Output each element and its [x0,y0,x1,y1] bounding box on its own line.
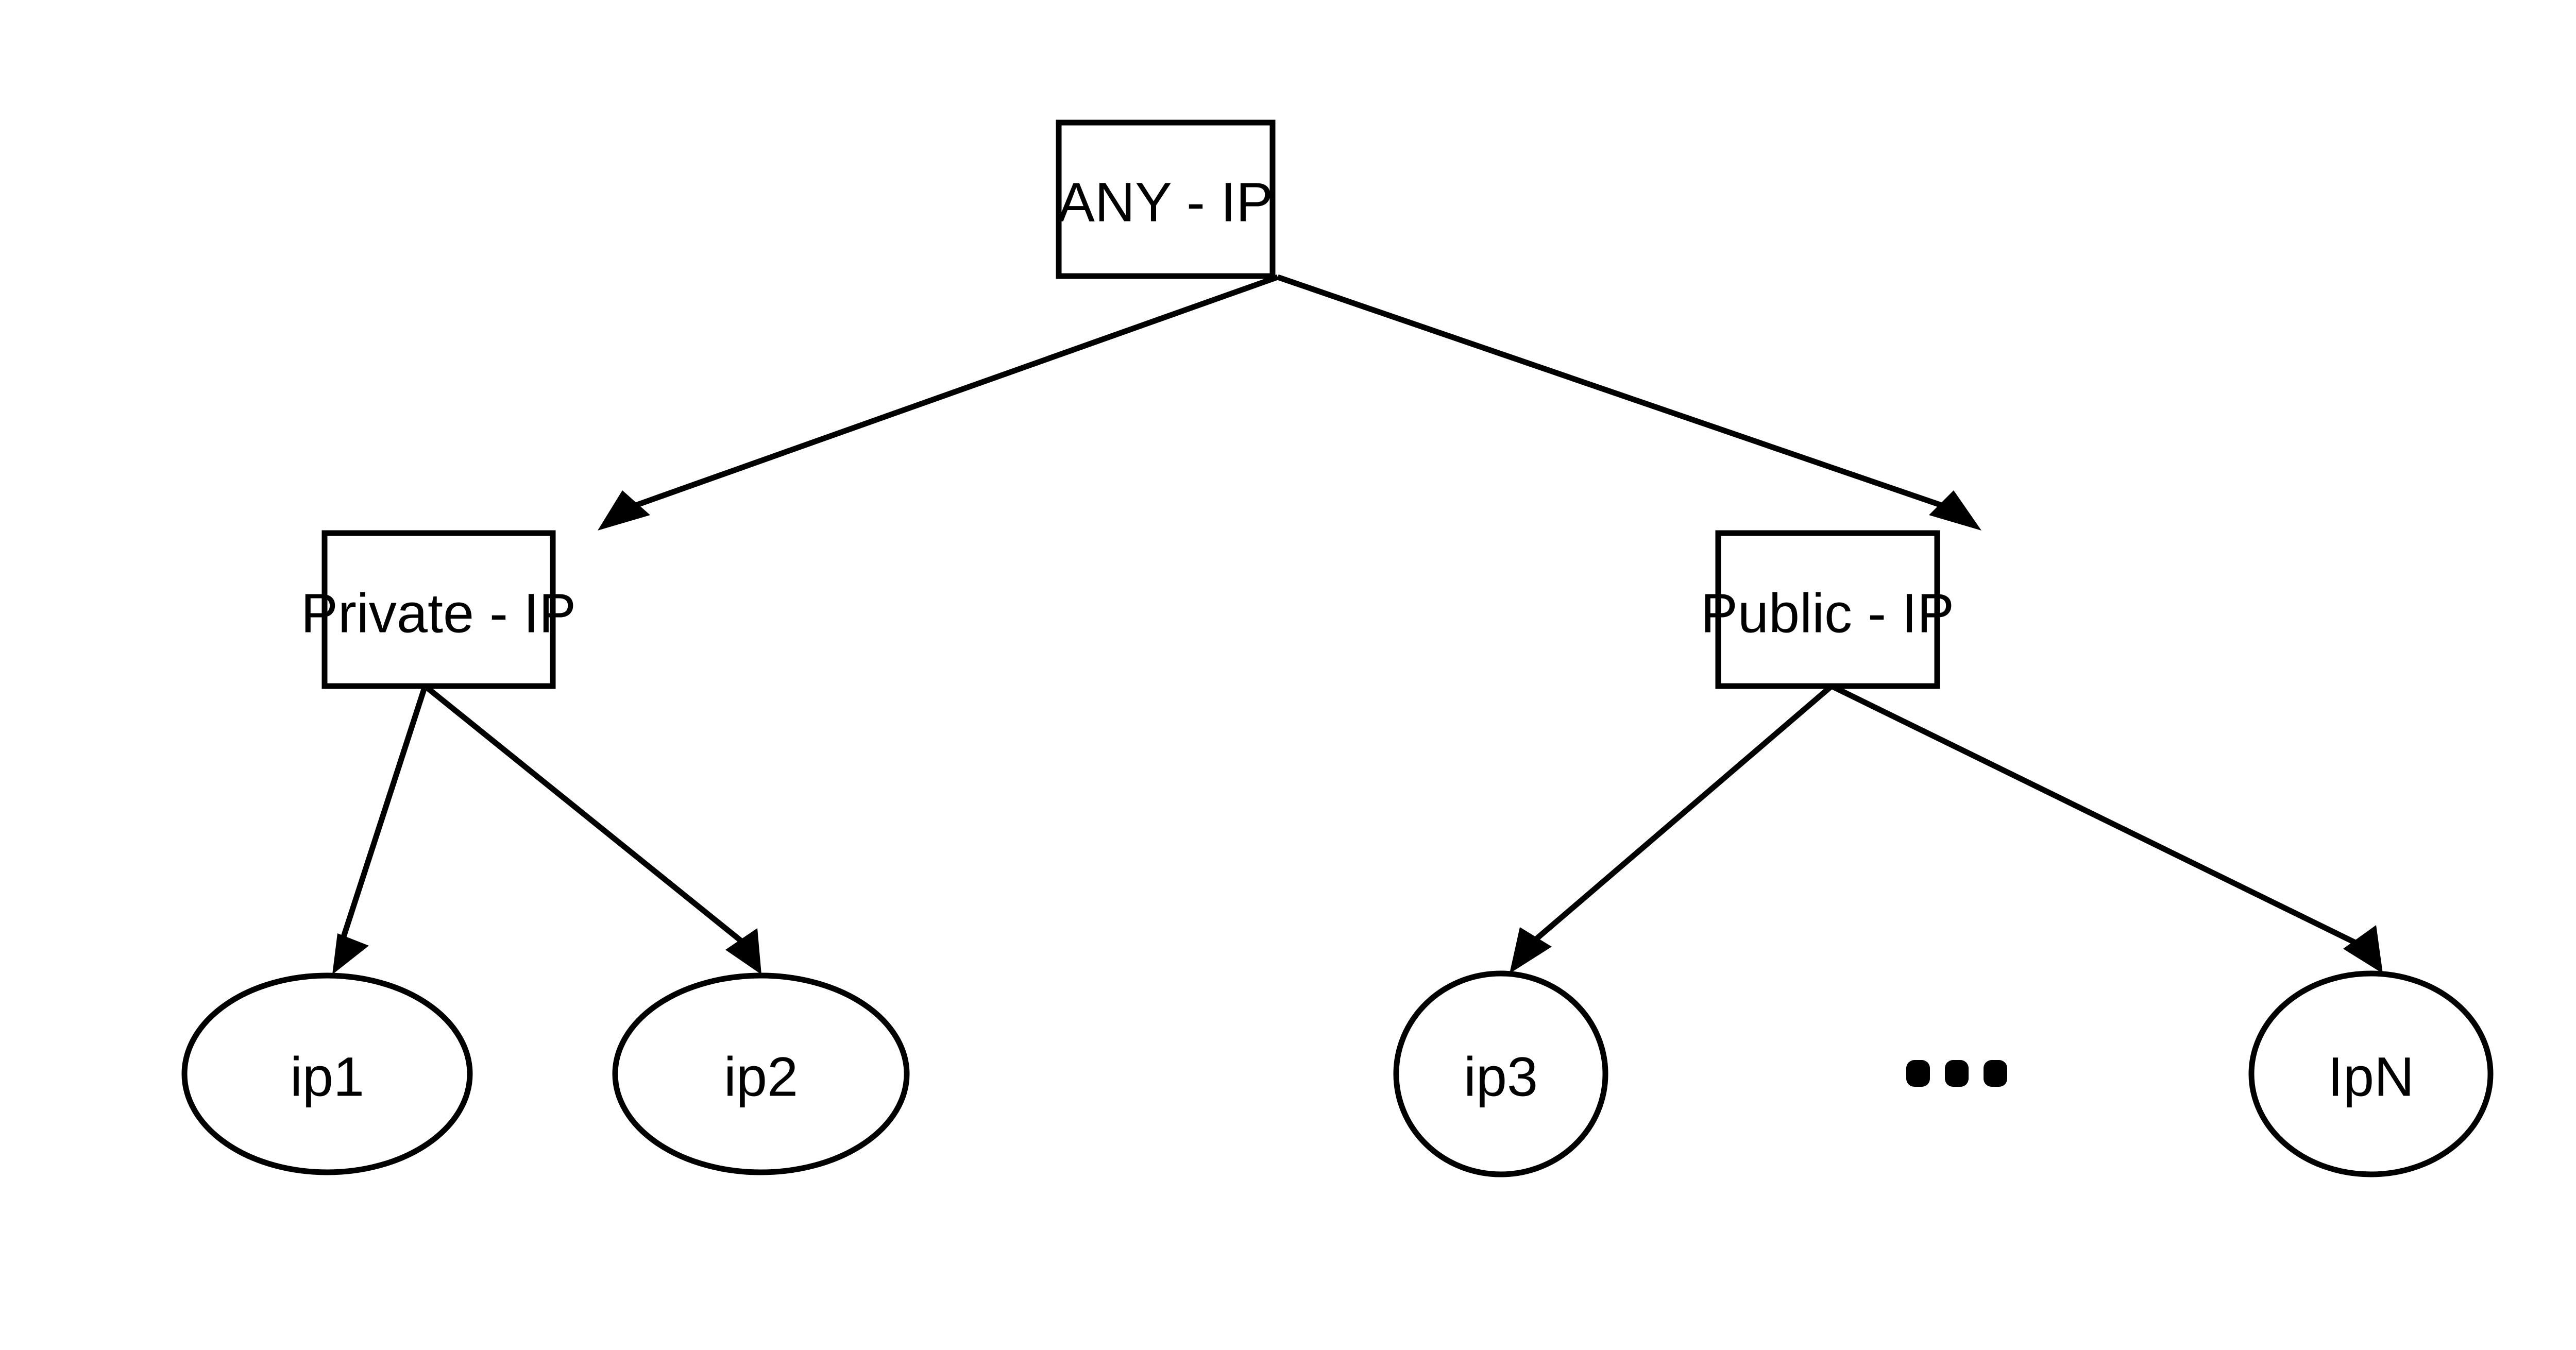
node-ellipse-shape [181,972,473,1175]
node-label-ip3: ip3 [1464,1046,1538,1108]
node-ip1[interactable]: ip1 [181,972,473,1175]
node-public-ip[interactable]: Public - IP [1701,530,1954,689]
node-box-shape [1056,119,1276,279]
node-ellipse-shape [612,972,910,1175]
edge-line [1524,683,1834,950]
node-ip2[interactable]: ip2 [612,972,910,1175]
arrow-head-icon [1510,927,1552,973]
edge-line [1277,274,1968,517]
arrow-head-icon [725,928,761,975]
edge-any-ip-to-public-ip [1277,274,1981,531]
edge-any-ip-to-private-ip [598,274,1279,531]
arrow-head-icon [598,490,650,531]
node-box-shape [1715,530,1940,689]
edge-line [1830,683,2367,950]
edge-line [423,683,752,950]
arrow-head-icon [2343,925,2383,973]
node-box-shape [321,530,556,689]
edge-private-ip-to-ip2 [423,683,761,975]
ellipsis-indicator [1906,1060,2007,1087]
edge-line [610,274,1279,517]
node-label-any-ip: ANY - IP [1058,171,1273,233]
node-label-ip1: ip1 [290,1046,364,1108]
node-ellipse-shape [2248,970,2494,1177]
arrow-head-icon [332,933,369,975]
edge-line [337,685,428,949]
arrow-head-icon [1929,490,1981,531]
node-label-ip2: ip2 [724,1046,798,1108]
node-ip3[interactable]: ip3 [1393,970,1608,1177]
node-label-private-ip: Private - IP [301,582,576,644]
node-label-ipn: IpN [2328,1046,2414,1108]
node-ellipse-shape [1393,970,1608,1177]
node-any-ip[interactable]: ANY - IP [1056,119,1276,279]
edge-private-ip-to-ip1 [332,685,428,975]
node-ipn[interactable]: IpN [2248,970,2494,1177]
ellipsis-dot-icon [1906,1060,1930,1087]
node-label-public-ip: Public - IP [1701,582,1954,644]
ellipsis-dot-icon [1945,1060,1969,1087]
ellipsis-dot-icon [1984,1060,2007,1087]
node-private-ip[interactable]: Private - IP [301,530,576,689]
edge-public-ip-to-ipn [1830,683,2383,973]
edge-public-ip-to-ip3 [1510,683,1834,973]
